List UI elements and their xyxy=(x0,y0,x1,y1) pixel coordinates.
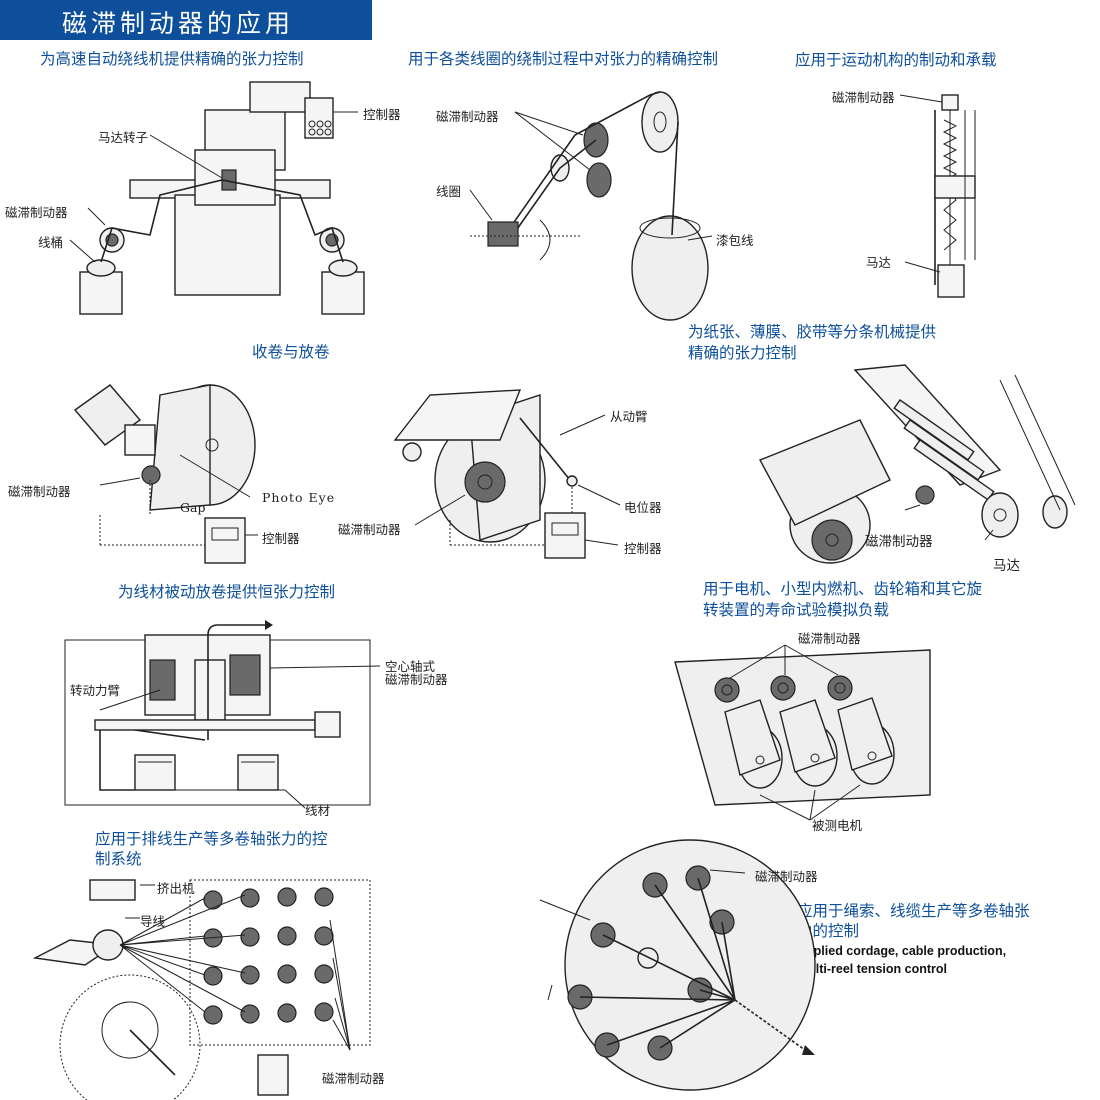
label-enameled-wire: 漆包线 xyxy=(716,233,754,248)
heading-cordage-english-line2: multi-reel tension control xyxy=(797,962,948,976)
heading-rewind-unwind: 收卷与放卷 xyxy=(252,343,330,361)
rewind-unwind-illustration xyxy=(73,384,621,564)
label-brake-3: 磁滞制动器 xyxy=(832,90,895,105)
heading-winding-machine: 为高速自动绕线机提供精确的张力控制 xyxy=(40,50,304,68)
heading-multi-reel-line1: 应用于排线生产等多卷轴张力的控 xyxy=(95,830,328,848)
label-hollow-shaft-2: 磁滞制动器 xyxy=(385,672,448,687)
label-motor-2: 马达 xyxy=(993,558,1020,574)
label-brake-8: 磁滞制动器 xyxy=(322,1071,385,1086)
label-controller-2: 控制器 xyxy=(262,531,300,546)
heading-motion-braking: 应用于运动机构的制动和承载 xyxy=(795,51,997,69)
label-gap: Gap xyxy=(180,500,206,515)
life-test-illustration xyxy=(674,644,931,821)
label-motor-under-test: 被测电机 xyxy=(812,818,863,833)
label-potentiometer: 电位器 xyxy=(624,500,662,515)
coil-winding-illustration xyxy=(469,91,713,321)
heading-life-test-line2: 转装置的寿命试验模拟负载 xyxy=(703,601,890,619)
label-brake-4: 磁滞制动器 xyxy=(8,484,71,499)
motion-braking-illustration xyxy=(899,94,976,298)
heading-slitting-line2: 精确的张力控制 xyxy=(688,344,797,362)
label-guide-wire: 导线 xyxy=(140,914,166,929)
label-brake-5: 磁滞制动器 xyxy=(338,522,401,537)
label-hollow-shaft-1: 空心轴式 xyxy=(385,659,436,674)
heading-wire-payoff: 为线材被动放卷提供恒张力控制 xyxy=(118,583,336,601)
label-follower-arm: 从动臂 xyxy=(610,409,648,424)
label-coil: 线圈 xyxy=(436,184,462,199)
heading-cordage-line1: 应用于绳索、线缆生产等多卷轴张 xyxy=(797,902,1030,920)
heading-cordage-english-line1: Applied cordage, cable production, xyxy=(797,944,1007,958)
label-brake-2: 磁滞制动器 xyxy=(436,109,499,124)
label-controller-1: 控制器 xyxy=(363,107,401,122)
slitting-machine-illustration xyxy=(759,364,1076,564)
heading-life-test-line1: 用于电机、小型内燃机、齿轮箱和其它旋 xyxy=(703,580,983,598)
label-motor-rotor: 马达转子 xyxy=(98,130,149,145)
reel-grid xyxy=(203,887,334,1025)
label-brake-7: 磁滞制动器 xyxy=(798,631,861,646)
label-photo-eye: Photo Eye xyxy=(262,490,336,505)
cordage-illustration xyxy=(539,839,816,1091)
label-motor-1: 马达 xyxy=(866,255,892,270)
label-brake-1: 磁滞制动器 xyxy=(5,205,68,220)
heading-multi-reel-line2: 制系统 xyxy=(95,850,142,868)
multi-reel-illustration xyxy=(32,879,371,1100)
label-controller-3: 控制器 xyxy=(624,541,662,556)
winding-machine-illustration xyxy=(69,81,365,315)
heading-coil-winding: 用于各类线圈的绕制过程中对张力的精确控制 xyxy=(408,50,719,68)
wire-payoff-illustration xyxy=(64,620,381,809)
label-wire: 线材 xyxy=(305,803,331,818)
label-torque-arm: 转动力臂 xyxy=(70,683,121,698)
label-bobbin: 线桶 xyxy=(38,235,64,250)
label-brake-6: 磁滞制动器 xyxy=(865,534,933,550)
heading-cordage-line2: 力的控制 xyxy=(797,922,860,940)
label-extruder: 挤出机 xyxy=(157,881,195,896)
label-brake-9: 磁滞制动器 xyxy=(755,869,818,884)
title-bar: 磁滞制动器的应用 xyxy=(0,0,372,40)
page-title: 磁滞制动器的应用 xyxy=(62,9,295,38)
heading-slitting-line1: 为纸张、薄膜、胶带等分条机械提供 xyxy=(688,323,937,341)
